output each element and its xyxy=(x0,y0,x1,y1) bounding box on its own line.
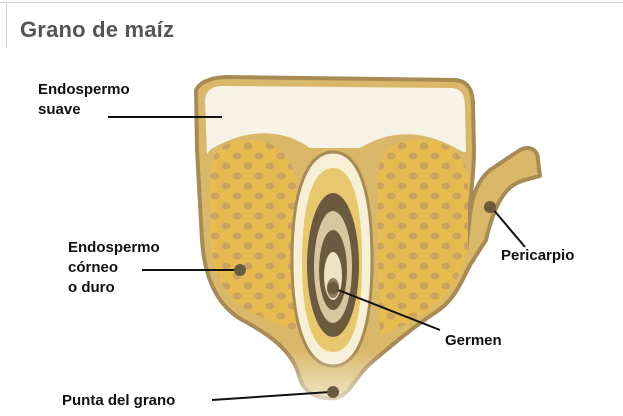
label-endospermo-suave: Endospermo suave xyxy=(38,80,130,120)
label-endospermo-suave-line2: suave xyxy=(38,100,130,120)
label-endospermo-corneo-line2: córneo xyxy=(68,258,160,278)
horny-endosperm-right xyxy=(378,140,468,336)
dot-germen xyxy=(327,282,339,294)
label-pericarpio: Pericarpio xyxy=(501,246,574,266)
label-germen: Germen xyxy=(445,331,502,351)
leader-pericarpio xyxy=(492,208,525,247)
label-endospermo-corneo: Endospermo córneo o duro xyxy=(68,238,160,298)
dot-punta xyxy=(327,386,339,398)
dot-endospermo-corneo xyxy=(234,264,246,276)
label-punta-del-grano: Punta del grano xyxy=(62,391,175,411)
label-endospermo-corneo-line1: Endospermo xyxy=(68,238,160,258)
dot-pericarpio xyxy=(484,201,496,213)
label-endospermo-corneo-line3: o duro xyxy=(68,278,160,298)
label-endospermo-suave-line1: Endospermo xyxy=(38,80,130,100)
